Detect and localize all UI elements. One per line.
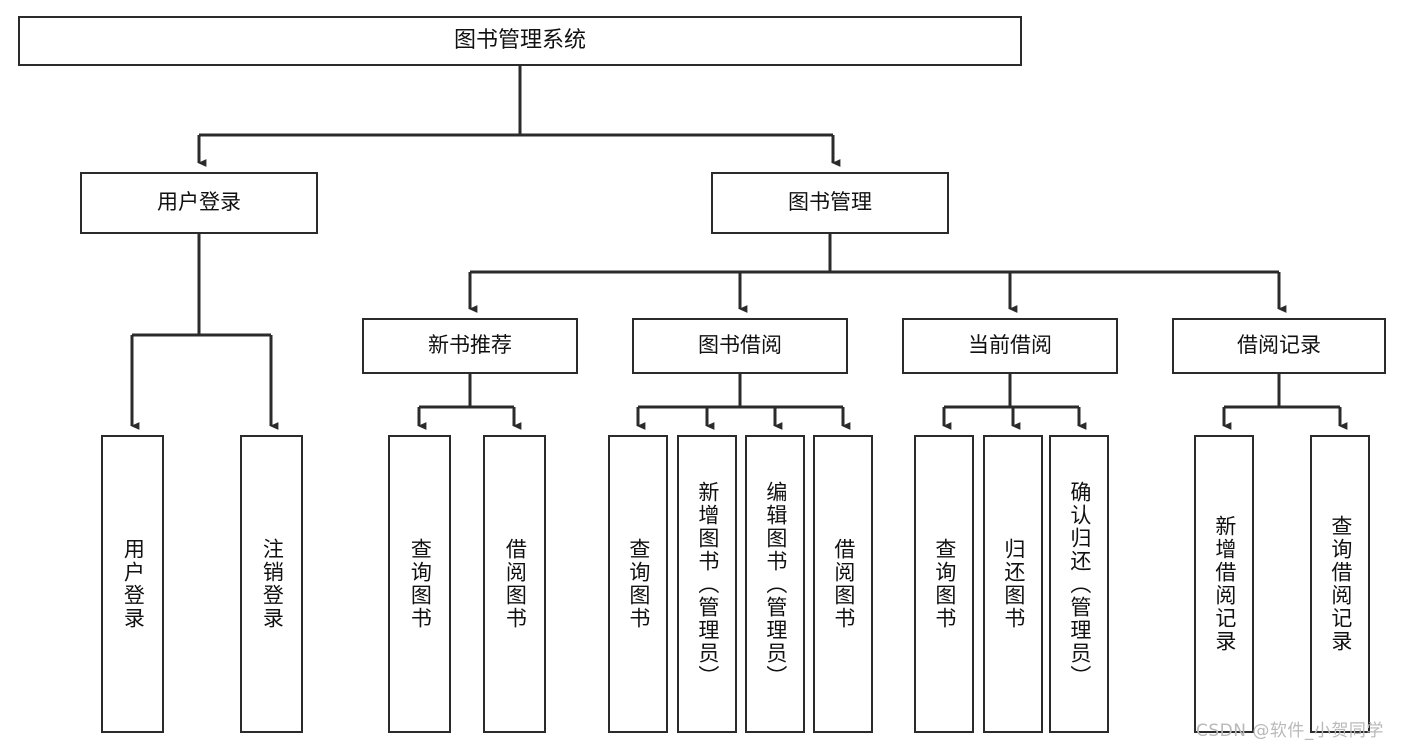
- node-label: 注销登录: [260, 538, 285, 630]
- node-label: 图书管理系统: [453, 27, 586, 53]
- node-label: 图书借阅: [698, 333, 782, 358]
- node-leaf-borrow-book-2[interactable]: 借阅图书: [813, 435, 873, 733]
- node-leaf-user-login[interactable]: 用户登录: [101, 435, 164, 733]
- node-label: 查询图书: [408, 538, 433, 630]
- node-leaf-query-book-2[interactable]: 查询图书: [608, 435, 668, 733]
- node-leaf-edit-book[interactable]: 编辑图书（管理员）: [745, 435, 805, 733]
- node-label: 当前借阅: [968, 333, 1052, 358]
- node-label: 新增借阅记录: [1212, 515, 1237, 653]
- node-new-book-rec[interactable]: 新书推荐: [362, 318, 578, 374]
- node-label: 查询图书: [626, 538, 651, 630]
- node-leaf-query-book-3[interactable]: 查询图书: [914, 435, 974, 733]
- csdn-watermark: CSDN @软件_小贺同学: [1196, 721, 1384, 741]
- node-current-borrow[interactable]: 当前借阅: [902, 318, 1118, 374]
- node-leaf-confirm-return[interactable]: 确认归还（管理员）: [1049, 435, 1109, 733]
- node-label: 编辑图书（管理员）: [763, 480, 788, 688]
- node-leaf-add-record[interactable]: 新增借阅记录: [1194, 435, 1254, 733]
- node-label: 用户登录: [157, 190, 241, 215]
- node-label: 查询图书: [932, 538, 957, 630]
- node-borrow-record[interactable]: 借阅记录: [1172, 318, 1386, 374]
- node-book-manage[interactable]: 图书管理: [711, 172, 949, 234]
- node-root-system[interactable]: 图书管理系统: [18, 16, 1022, 66]
- node-label: 用户登录: [121, 538, 146, 630]
- node-leaf-query-record[interactable]: 查询借阅记录: [1310, 435, 1370, 733]
- node-label: 图书管理: [788, 190, 872, 215]
- node-leaf-logout[interactable]: 注销登录: [240, 435, 303, 733]
- node-label: 借阅图书: [831, 538, 856, 630]
- node-book-borrow[interactable]: 图书借阅: [632, 318, 848, 374]
- node-label: 新增图书（管理员）: [695, 480, 720, 688]
- node-label: 新书推荐: [428, 333, 512, 358]
- node-leaf-query-book-1[interactable]: 查询图书: [388, 435, 451, 733]
- node-leaf-return-book[interactable]: 归还图书: [983, 435, 1043, 733]
- node-label: 借阅图书: [503, 538, 528, 630]
- node-label: 确认归还（管理员）: [1067, 480, 1092, 688]
- node-leaf-add-book[interactable]: 新增图书（管理员）: [677, 435, 737, 733]
- node-label: 归还图书: [1001, 538, 1026, 630]
- node-leaf-borrow-book-1[interactable]: 借阅图书: [483, 435, 546, 733]
- node-user-login[interactable]: 用户登录: [80, 172, 318, 234]
- node-label: 借阅记录: [1237, 333, 1321, 358]
- node-label: 查询借阅记录: [1328, 515, 1353, 653]
